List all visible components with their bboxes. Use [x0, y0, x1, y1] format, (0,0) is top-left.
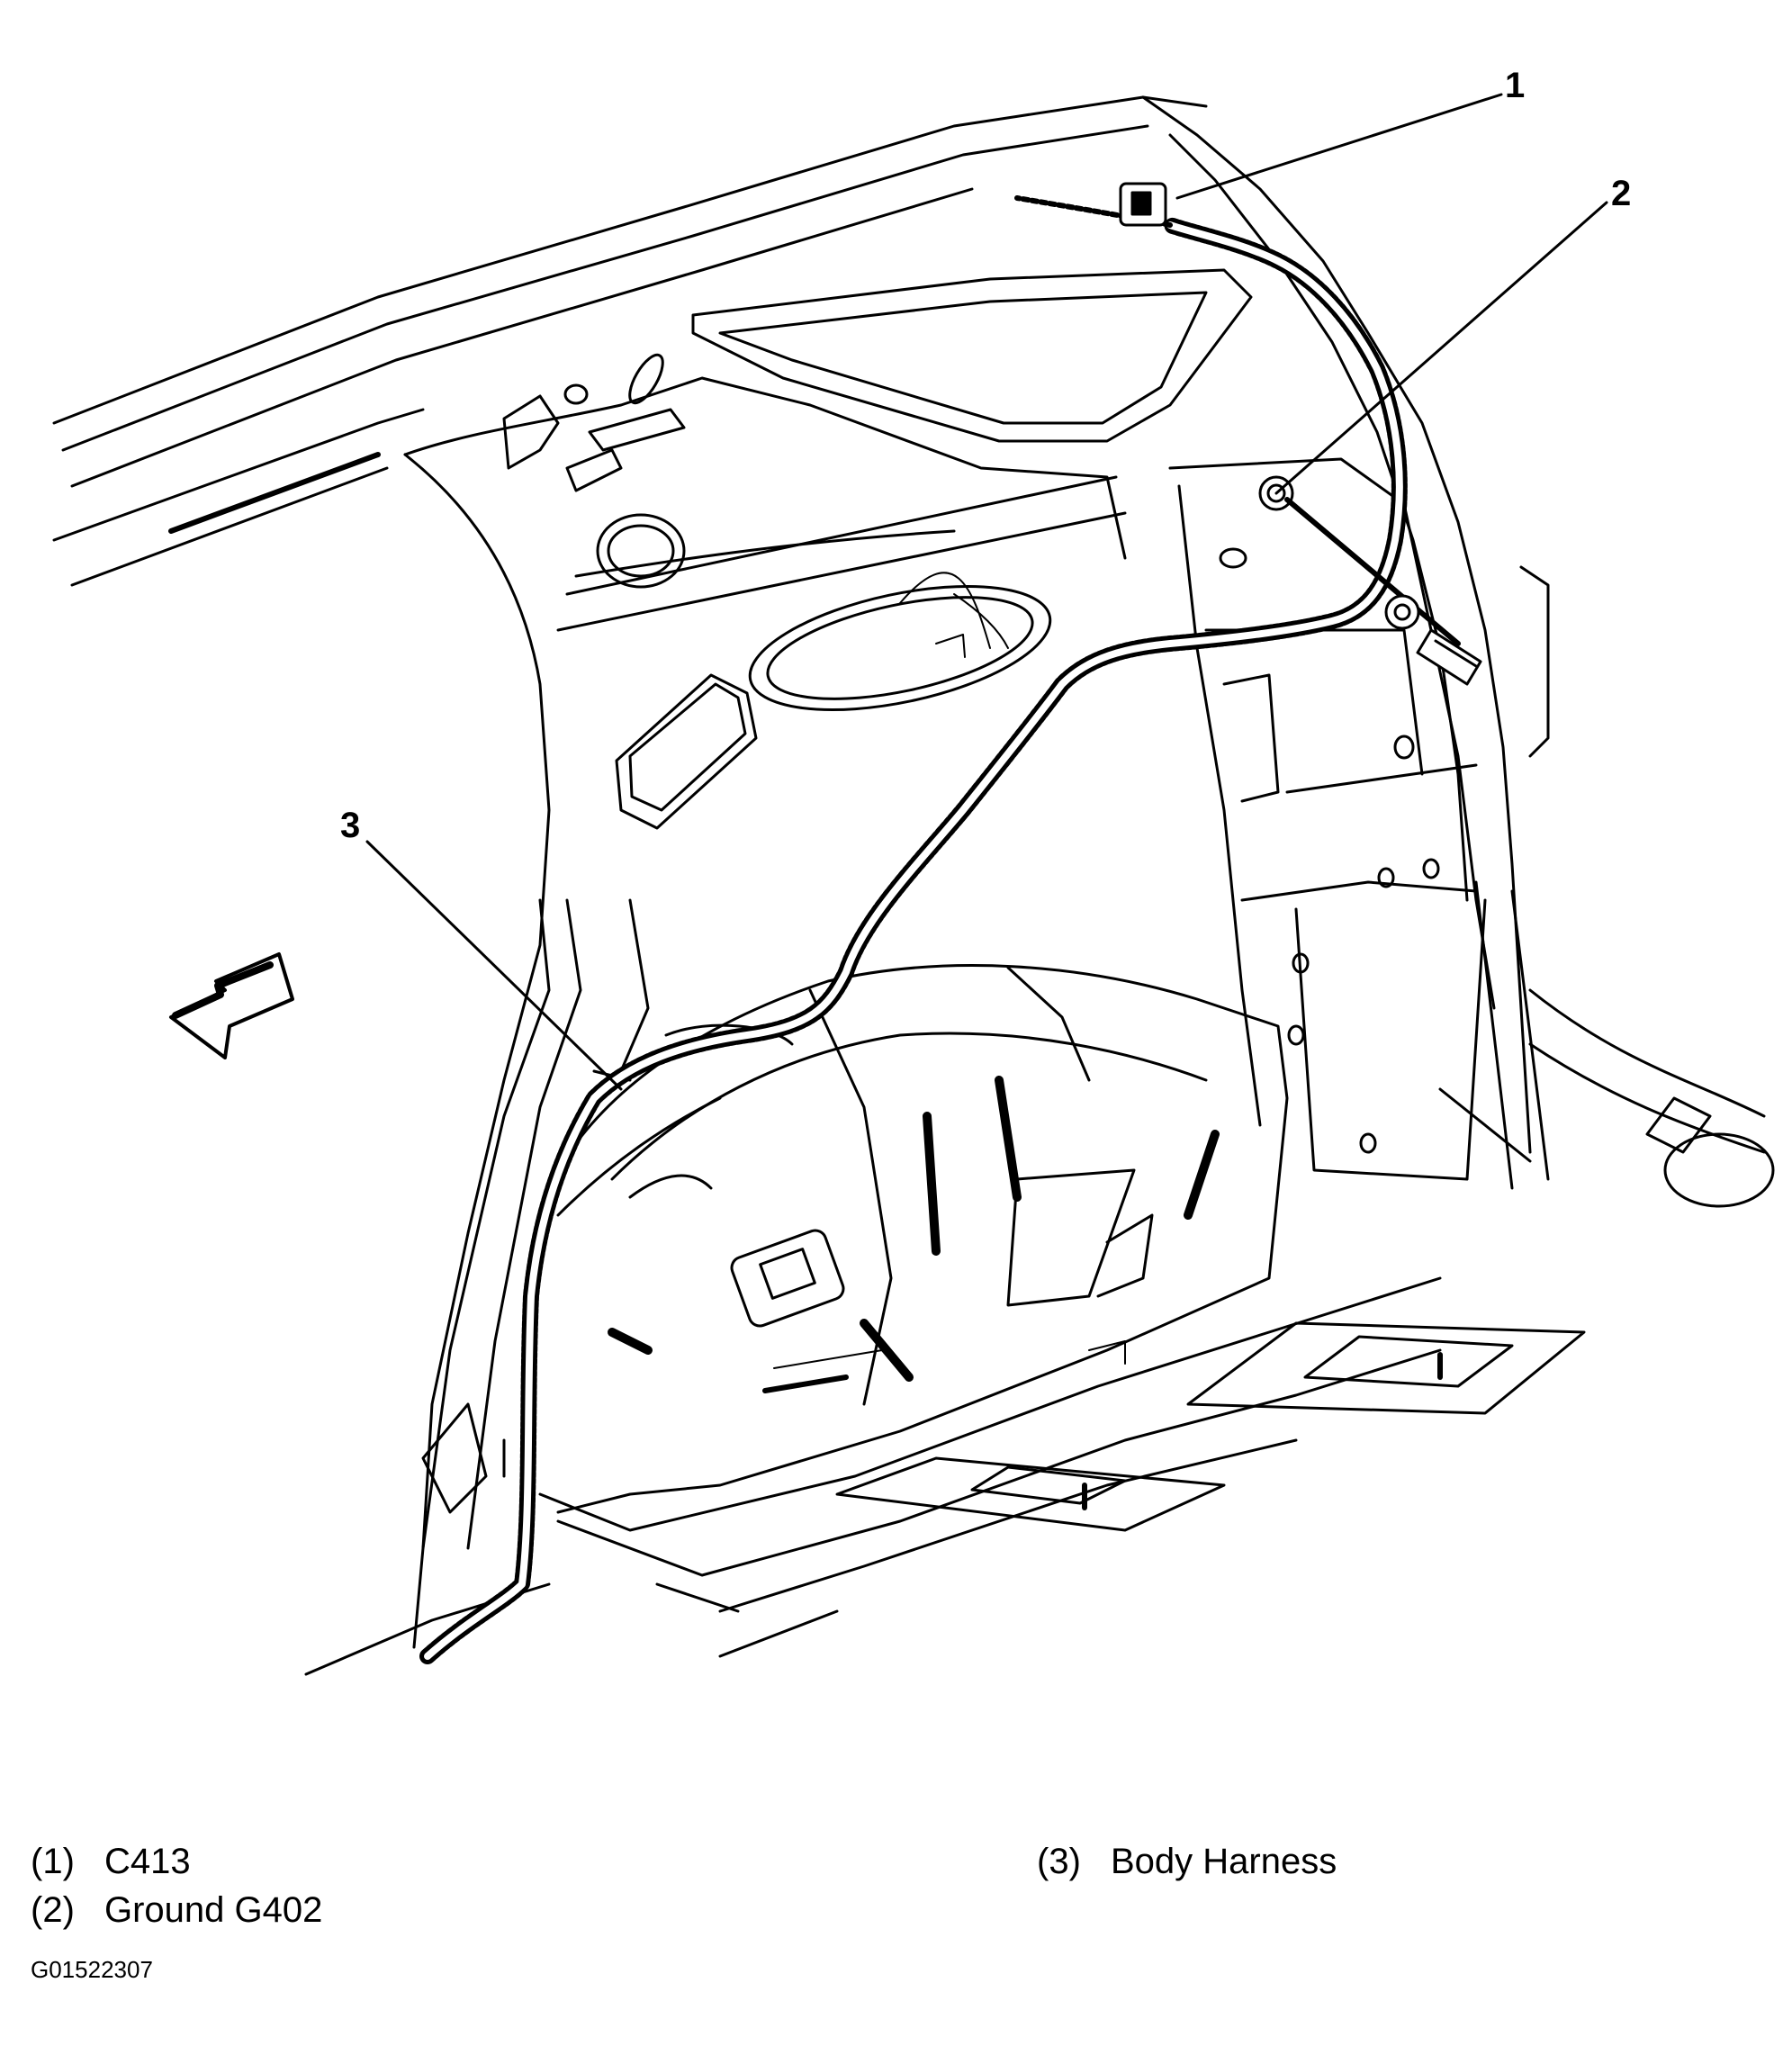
inner-quarter-panel	[403, 353, 1127, 1550]
harness-routing-diagram: 1 2 3	[52, 66, 1775, 1676]
floor-pan	[304, 1276, 1586, 1676]
legend-label: Body Harness	[1111, 1842, 1337, 1881]
leader-line-1	[1175, 93, 1503, 200]
callout-number-2: 2	[1611, 174, 1631, 213]
roof-rail	[52, 95, 1532, 1154]
pillar	[412, 898, 650, 1649]
callout-leaders	[365, 93, 1608, 1091]
legend-item-body-harness: (3) Body Harness	[1037, 1840, 1337, 1883]
leader-line-3	[365, 840, 623, 1091]
legend-number: (2)	[31, 1890, 75, 1930]
connector-icon	[1119, 182, 1167, 227]
callout-number-3: 3	[340, 806, 360, 845]
figure-code: G01522307	[31, 1956, 153, 1983]
leader-line-2	[1274, 201, 1608, 495]
legend-label: Ground G402	[104, 1890, 323, 1930]
quarter-window-opening	[691, 268, 1253, 443]
legend-number: (1)	[31, 1842, 75, 1881]
legend-item-c413: (1) C413	[31, 1840, 191, 1883]
legend-number: (3)	[1037, 1842, 1081, 1881]
legend-label: C413	[104, 1842, 191, 1881]
callout-number-1: 1	[1505, 66, 1525, 105]
ground-bolt-icon	[1258, 475, 1482, 686]
wheelhouse	[556, 964, 1289, 1514]
front-direction-arrow-icon	[169, 952, 294, 1059]
legend-item-ground-g402: (2) Ground G402	[31, 1888, 322, 1932]
